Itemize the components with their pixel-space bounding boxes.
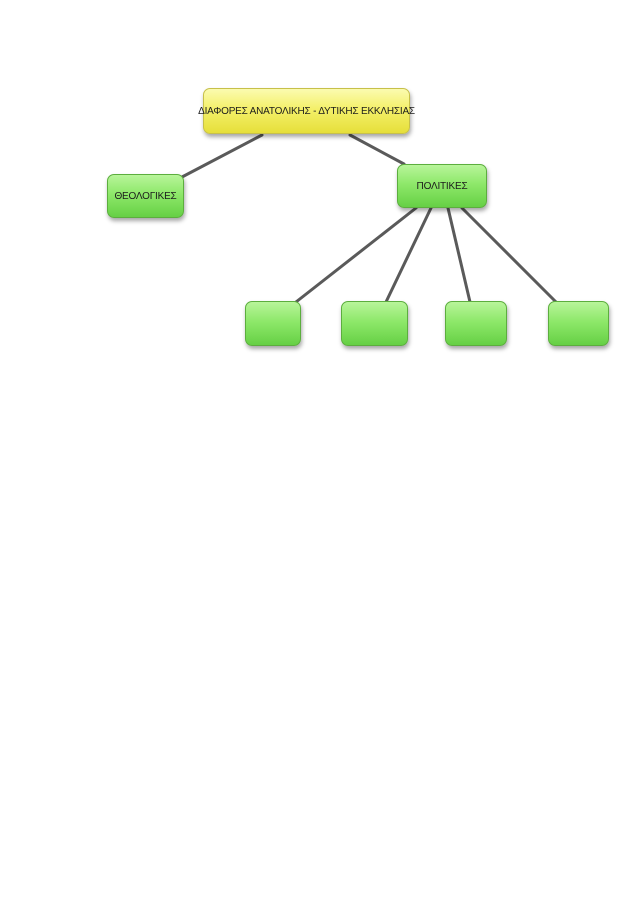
root-node-label: ΔΙΑΦΟΡΕΣ ΑΝΑΤΟΛΙΚΗΣ - ΔΥΤΙΚΗΣ ΕΚΚΛΗΣΙΑΣ	[198, 105, 415, 117]
theologikes-node-label: ΘΕΟΛΟΓΙΚΕΣ	[114, 190, 177, 202]
politikes-node-label: ΠΟΛΙΤΙΚΕΣ	[416, 180, 468, 192]
politikes-child-node-3[interactable]	[445, 301, 507, 346]
connector-root-theologikes	[180, 133, 264, 179]
connector-politikes-child-3	[446, 206, 472, 304]
theologikes-node[interactable]: ΘΕΟΛΟΓΙΚΕΣ	[107, 174, 184, 218]
connector-politikes-child-1	[294, 206, 418, 304]
politikes-node[interactable]: ΠΟΛΙΤΙΚΕΣ	[397, 164, 487, 208]
connector-politikes-child-2	[384, 206, 433, 304]
connector-root-politikes	[348, 133, 406, 166]
politikes-child-node-4[interactable]	[548, 301, 609, 346]
politikes-child-node-2[interactable]	[341, 301, 408, 346]
root-node[interactable]: ΔΙΑΦΟΡΕΣ ΑΝΑΤΟΛΙΚΗΣ - ΔΥΤΙΚΗΣ ΕΚΚΛΗΣΙΑΣ	[198, 88, 415, 134]
politikes-child-node-1[interactable]	[245, 301, 301, 346]
connector-politikes-child-4	[460, 206, 558, 304]
